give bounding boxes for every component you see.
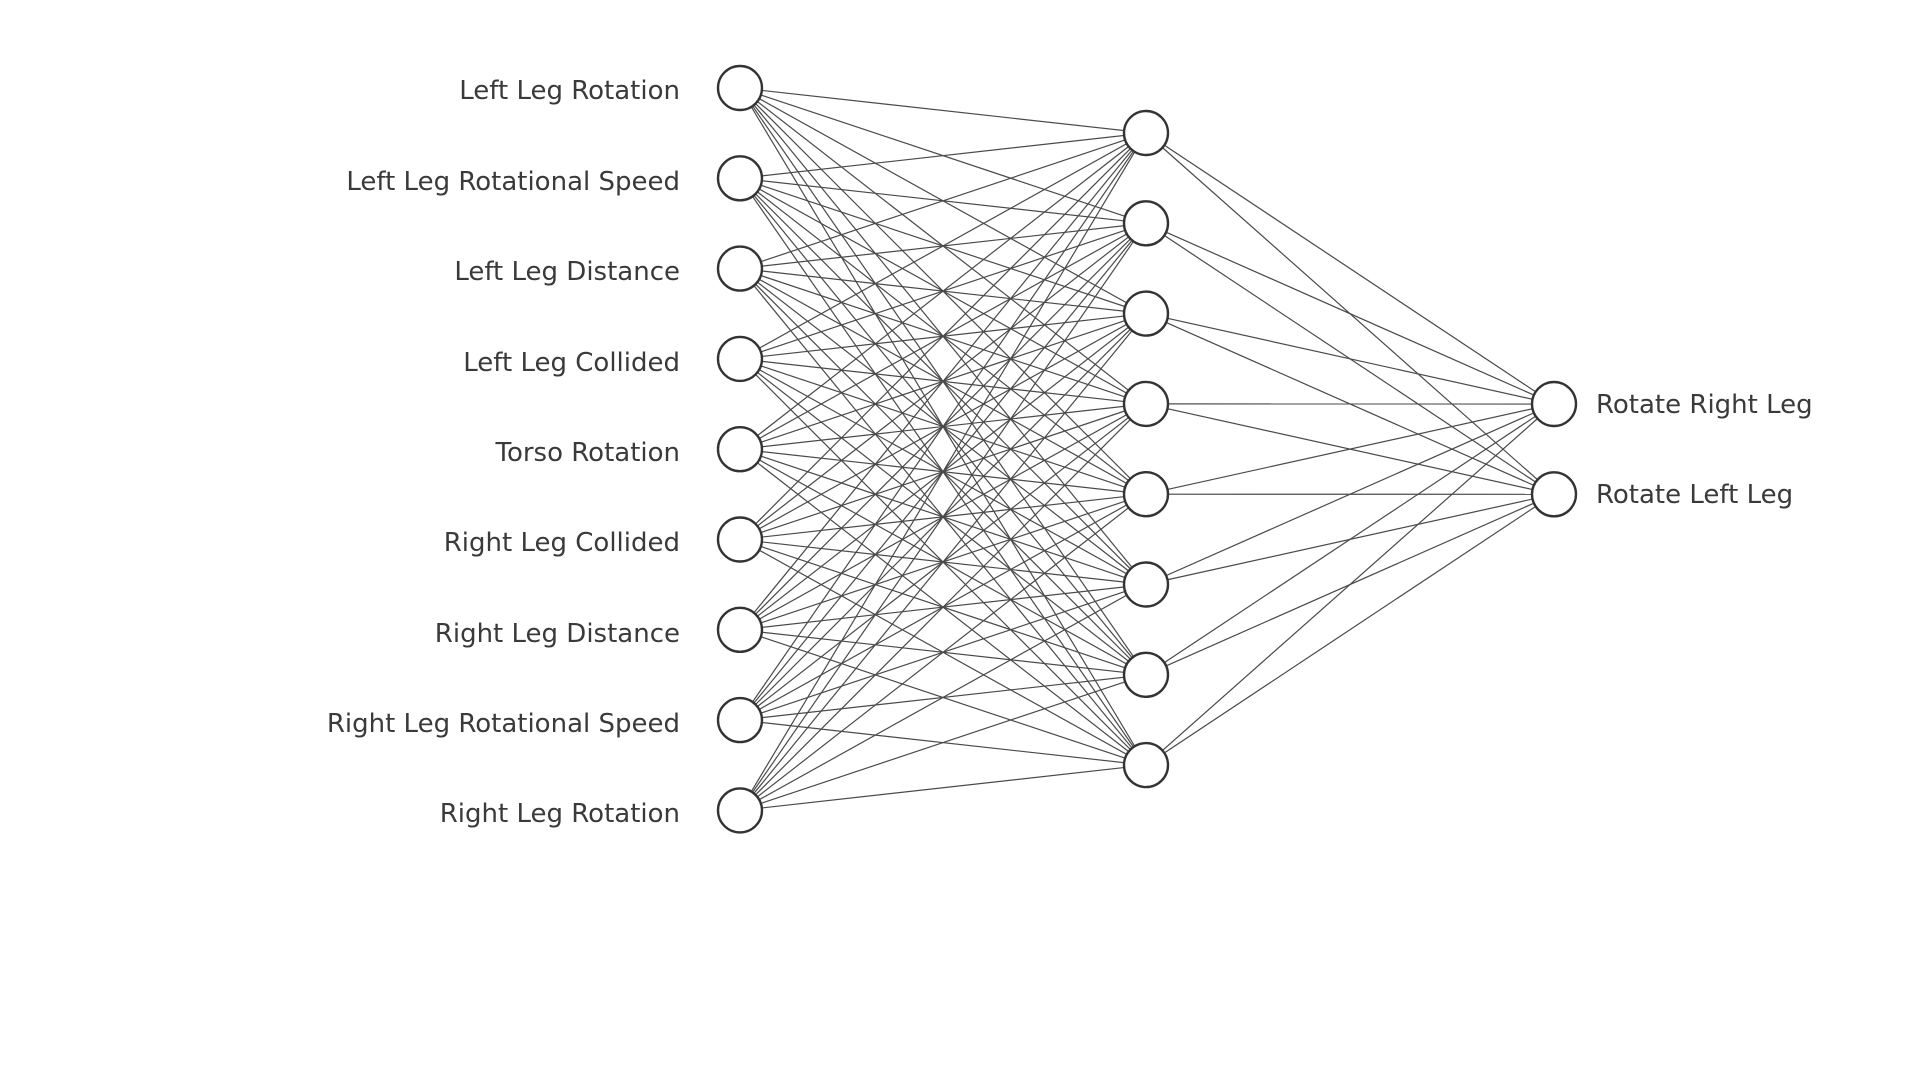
input-label: Right Leg Rotation: [440, 799, 680, 829]
input-hidden-connection: [739, 403, 1147, 811]
input-label: Left Leg Distance: [454, 257, 680, 287]
input-label: Right Leg Distance: [435, 619, 680, 649]
hidden-output-connection: [1145, 313, 1555, 405]
input-hidden-connection: [739, 222, 1147, 811]
input-label: Left Leg Collided: [463, 348, 680, 378]
input-label: Right Leg Collided: [444, 528, 680, 558]
output-neuron: [1530, 380, 1578, 428]
input-neuron: [716, 696, 764, 744]
input-hidden-connection: [739, 583, 1147, 811]
input-hidden-connection: [739, 674, 1147, 811]
hidden-output-connection: [1145, 222, 1555, 405]
hidden-output-connection: [1145, 403, 1555, 586]
hidden-neuron: [1122, 109, 1170, 157]
input-neuron: [716, 335, 764, 383]
input-neuron: [716, 155, 764, 202]
input-neuron: [716, 426, 764, 473]
input-neuron: [716, 64, 764, 112]
input-hidden-connection: [739, 132, 1147, 270]
input-hidden-connection: [739, 132, 1147, 721]
output-neuron: [1530, 471, 1578, 518]
input-neuron: [716, 606, 764, 653]
input-hidden-connection: [739, 87, 1147, 134]
hidden-output-connection: [1145, 403, 1555, 766]
input-neuron: [716, 787, 764, 834]
neuron-labels: Left Leg Rotation Left Leg Rotational Sp…: [327, 76, 1813, 829]
hidden-neuron: [1122, 561, 1170, 608]
hidden-neuron: [1122, 471, 1170, 518]
hidden-output-connection: [1145, 403, 1555, 676]
hidden-output-connection: [1145, 403, 1555, 495]
input-label: Torso Rotation: [494, 438, 680, 468]
input-hidden-connection: [739, 493, 1147, 811]
output-label: Rotate Left Leg: [1596, 480, 1793, 510]
input-hidden-connection: [739, 313, 1147, 811]
input-hidden-connection: [739, 132, 1147, 811]
hidden-neuron: [1122, 380, 1170, 428]
hidden-neuron: [1122, 651, 1170, 698]
output-label: Rotate Right Leg: [1596, 390, 1813, 420]
hidden-output-connection: [1145, 493, 1555, 766]
hidden-output-connection: [1145, 132, 1555, 405]
hidden-neuron: [1122, 290, 1170, 337]
neurons: [716, 64, 1578, 834]
hidden-neuron: [1122, 741, 1170, 789]
input-hidden-connection: [739, 132, 1147, 631]
input-hidden-connection: [739, 132, 1147, 450]
input-neuron: [716, 516, 764, 563]
input-label: Left Leg Rotation: [459, 76, 680, 106]
input-neuron: [716, 245, 764, 292]
input-hidden-connection: [739, 764, 1147, 811]
connections: [739, 87, 1555, 811]
input-hidden-connection: [739, 132, 1147, 540]
input-label: Right Leg Rotational Speed: [327, 709, 680, 739]
input-label: Left Leg Rotational Speed: [346, 167, 680, 197]
input-hidden-connection: [739, 132, 1147, 360]
input-hidden-connection: [739, 132, 1147, 179]
hidden-neuron: [1122, 200, 1170, 247]
